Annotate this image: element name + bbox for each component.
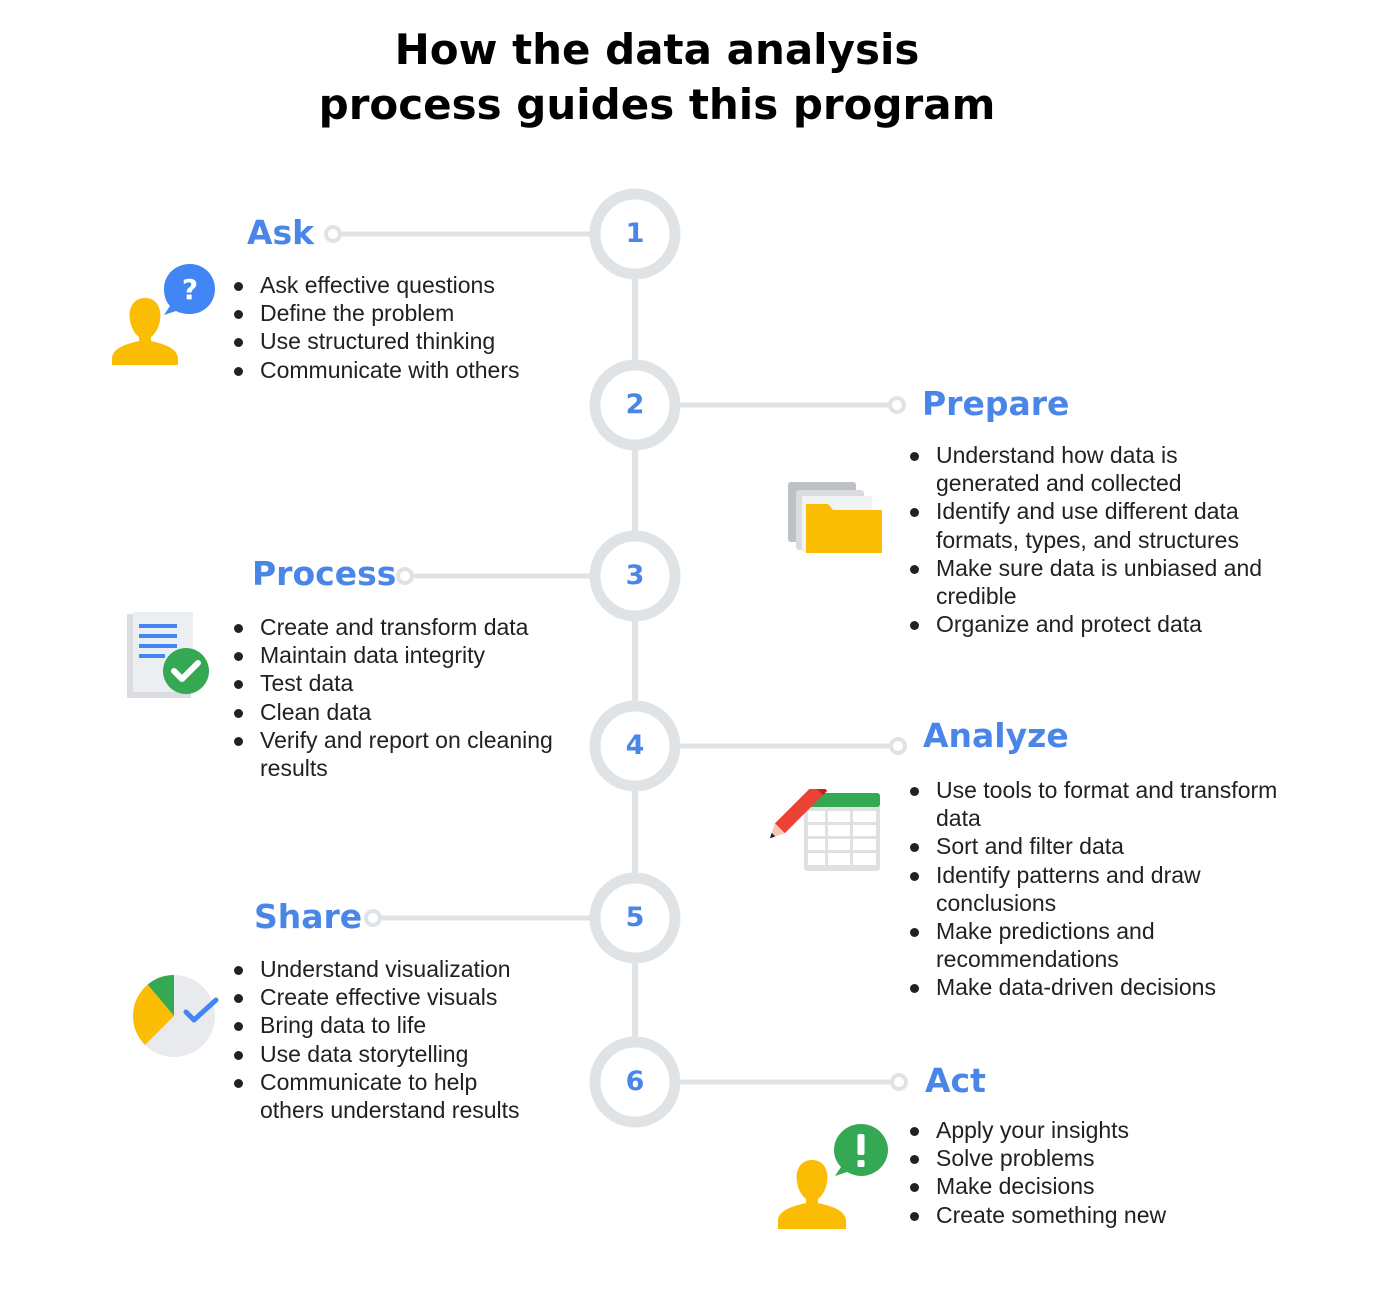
list-item: Make decisions xyxy=(910,1172,1240,1200)
connector-dot-analyze xyxy=(889,737,907,755)
list-item: Create something new xyxy=(910,1201,1240,1229)
connector-dot-act xyxy=(890,1073,908,1091)
list-item: Ask effective questions xyxy=(234,271,564,299)
list-item: Clean data xyxy=(234,698,554,726)
step-title-act: Act xyxy=(925,1061,986,1100)
step-ring-2 xyxy=(589,359,681,451)
title-line-1: How the data analysis xyxy=(394,25,920,74)
step-number-5: 5 xyxy=(625,902,645,933)
list-item: Verify and report on cleaning results xyxy=(234,726,554,782)
connector-dot-share xyxy=(364,909,382,927)
bullet-list-share: Understand visualization Create effectiv… xyxy=(234,955,534,1124)
bullet-list-analyze: Use tools to format and transform data S… xyxy=(910,776,1295,1002)
list-item: Sort and filter data xyxy=(910,832,1295,860)
spreadsheet-pencil-icon xyxy=(769,789,880,871)
list-item: Test data xyxy=(234,669,554,697)
step-ring-5 xyxy=(589,872,681,964)
connector-dot-prepare xyxy=(888,396,906,414)
pie-chart-check-icon xyxy=(132,975,219,1057)
list-item: Solve problems xyxy=(910,1144,1240,1172)
step-number-1: 1 xyxy=(625,218,645,249)
list-item: Use structured thinking xyxy=(234,327,564,355)
list-item: Understand visualization xyxy=(234,955,534,983)
step-ring-1 xyxy=(589,188,681,280)
page-title: How the data analysis process guides thi… xyxy=(0,22,1314,132)
list-item: Communicate to help others understand re… xyxy=(234,1068,534,1124)
step-ring-6 xyxy=(589,1036,681,1128)
person-exclamation-icon xyxy=(778,1124,888,1229)
list-item: Make data-driven decisions xyxy=(910,973,1295,1001)
list-item: Make sure data is unbiased and credible xyxy=(910,554,1280,610)
bullet-list-ask: Ask effective questions Define the probl… xyxy=(234,271,564,384)
step-number-4: 4 xyxy=(625,730,645,761)
list-item: Maintain data integrity xyxy=(234,641,554,669)
step-number-2: 2 xyxy=(625,389,645,420)
step-title-process: Process xyxy=(252,554,397,593)
list-item: Organize and protect data xyxy=(910,610,1280,638)
step-title-prepare: Prepare xyxy=(922,384,1070,423)
step-title-analyze: Analyze xyxy=(923,716,1069,755)
title-line-2: process guides this program xyxy=(318,80,996,129)
list-item: Bring data to life xyxy=(234,1011,534,1039)
list-item: Make predictions and recommendations xyxy=(910,917,1295,973)
list-item: Apply your insights xyxy=(910,1116,1240,1144)
step-title-ask: Ask xyxy=(247,213,315,252)
list-item: Identify patterns and draw conclusions xyxy=(910,861,1295,917)
bullet-list-act: Apply your insights Solve problems Make … xyxy=(910,1116,1240,1229)
step-number-6: 6 xyxy=(625,1066,645,1097)
list-item: Communicate with others xyxy=(234,356,564,384)
folders-icon xyxy=(788,482,882,553)
bullet-list-prepare: Understand how data is generated and col… xyxy=(910,441,1280,638)
list-item: Identify and use different data formats,… xyxy=(910,497,1280,553)
step-ring-3 xyxy=(589,530,681,622)
list-item: Use data storytelling xyxy=(234,1040,534,1068)
step-ring-4 xyxy=(589,700,681,792)
list-item: Create and transform data xyxy=(234,613,554,641)
list-item: Define the problem xyxy=(234,299,564,327)
person-question-icon: ? xyxy=(112,264,215,365)
bullet-list-process: Create and transform data Maintain data … xyxy=(234,613,554,782)
connector-dot-ask xyxy=(324,225,342,243)
list-item: Understand how data is generated and col… xyxy=(910,441,1280,497)
list-item: Create effective visuals xyxy=(234,983,534,1011)
step-number-3: 3 xyxy=(625,560,645,591)
document-check-icon xyxy=(127,612,209,698)
step-title-share: Share xyxy=(254,897,363,936)
svg-text:?: ? xyxy=(182,273,198,306)
list-item: Use tools to format and transform data xyxy=(910,776,1295,832)
connector-dot-process xyxy=(396,567,414,585)
